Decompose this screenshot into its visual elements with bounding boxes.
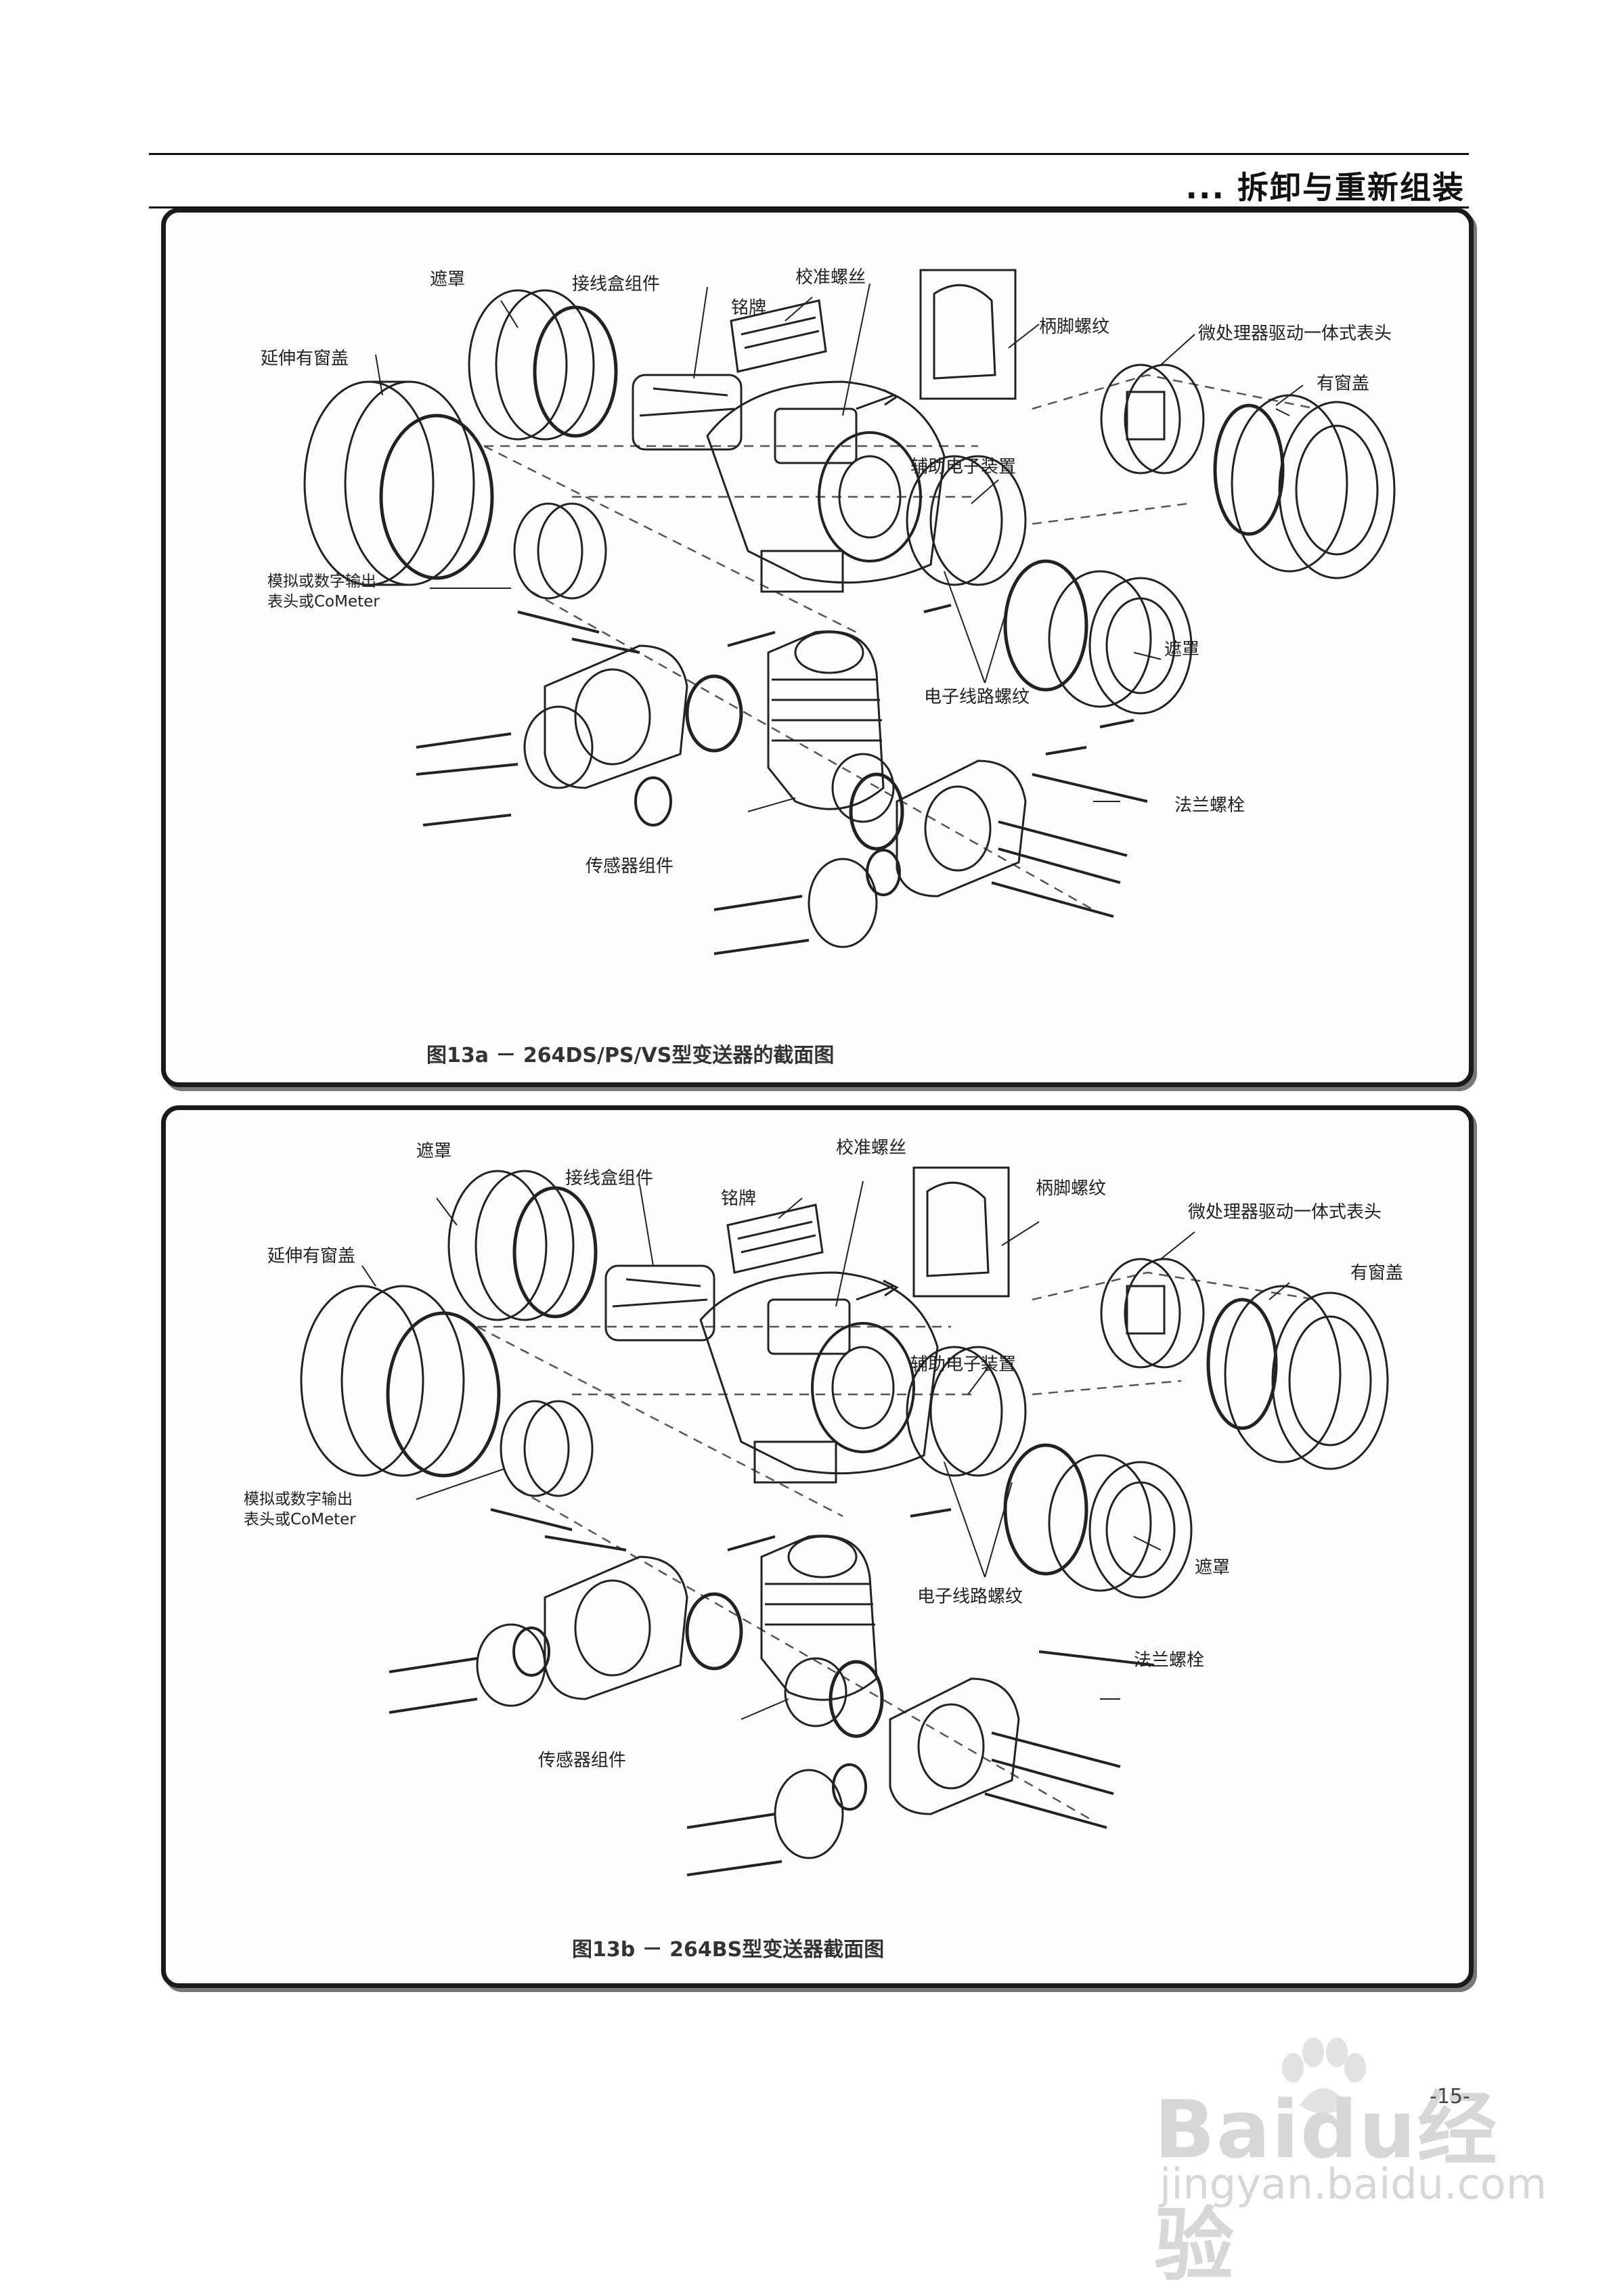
watermark-url: jingyan.baidu.com [1160, 2159, 1547, 2209]
label-nameplate: 铭牌 [721, 1189, 757, 1209]
baidu-watermark: Baidu经验 jingyan.baidu.com [1154, 2037, 1547, 2292]
label-ext-window-cover: 延伸有窗盖 [261, 349, 349, 369]
caption-13a: 图13a － 264DS/PS/VS型变送器的截面图 [426, 1044, 835, 1067]
label-terminal-box: 接线盒组件 [565, 1168, 654, 1189]
label-sensor: 传感器组件 [538, 1750, 627, 1771]
label-flange-bolt: 法兰螺栓 [1174, 795, 1245, 816]
figure-13a-panel: 遮罩 接线盒组件 铭牌 校准螺丝 柄脚螺纹 微处理器驱动一体式表头 有窗盖 延伸… [161, 208, 1474, 1087]
label-output-meter-2: 表头或CoMeter [244, 1511, 356, 1528]
label-window-cover: 有窗盖 [1317, 374, 1370, 394]
label-nameplate: 铭牌 [731, 298, 767, 318]
watermark-brand: Baidu经验 [1154, 2083, 1499, 2292]
flange-left-shape [544, 644, 688, 789]
section-title: ... 拆卸与重新组装 [1185, 169, 1465, 206]
label-aux-electronics: 辅助电子装置 [910, 457, 1017, 477]
label-cover: 遮罩 [416, 1141, 452, 1162]
label-display: 微处理器驱动一体式表头 [1188, 1202, 1382, 1222]
label-sensor: 传感器组件 [586, 856, 674, 877]
label-flange-bolt: 法兰螺栓 [1134, 1650, 1205, 1671]
label-terminal-box: 接线盒组件 [572, 274, 661, 294]
page-number: -15- [1430, 2085, 1470, 2109]
label-calib-screw: 校准螺丝 [795, 267, 866, 288]
cover-shape [468, 289, 618, 441]
label-elec-screw: 电子线路螺纹 [917, 1587, 1023, 1607]
sensor-shape [767, 630, 895, 823]
label-output-meter-1: 模拟或数字输出 [267, 573, 376, 590]
label-aux-electronics: 辅助电子装置 [910, 1354, 1017, 1375]
display-shape [1100, 363, 1205, 474]
label-clamp-screw: 柄脚螺纹 [1039, 317, 1110, 337]
label-calib-screw: 校准螺丝 [836, 1138, 907, 1158]
ext-window-cover-shape [303, 380, 494, 586]
exploded-diagram-13a [303, 269, 1396, 955]
caption-13b: 图13b － 264BS型变送器截面图 [572, 1938, 885, 1962]
housing-shape [706, 380, 946, 593]
exploded-diagram-13b [300, 1166, 1389, 1876]
flange-right-shape [896, 759, 1027, 898]
page-header: ... 拆卸与重新组装 [149, 153, 1469, 208]
label-clamp-screw: 柄脚螺纹 [1036, 1178, 1107, 1199]
label-elec-screw: 电子线路螺纹 [924, 687, 1030, 707]
label-display: 微处理器驱动一体式表头 [1198, 324, 1392, 344]
label-cover-right: 遮罩 [1195, 1558, 1231, 1578]
label-output-meter-1: 模拟或数字输出 [244, 1491, 353, 1508]
label-cover: 遮罩 [430, 269, 466, 290]
figure-13b-panel: 遮罩 接线盒组件 铭牌 校准螺丝 柄脚螺纹 微处理器驱动一体式表头 有窗盖 延伸… [161, 1105, 1474, 1988]
label-window-cover: 有窗盖 [1350, 1263, 1404, 1283]
paw-icon [1282, 2037, 1366, 2114]
label-output-meter-2: 表头或CoMeter [267, 593, 380, 611]
label-ext-window-cover: 延伸有窗盖 [267, 1246, 356, 1266]
label-cover-right: 遮罩 [1164, 640, 1200, 660]
window-cover-shape [1213, 394, 1396, 579]
cover-right-shape [1003, 559, 1193, 715]
